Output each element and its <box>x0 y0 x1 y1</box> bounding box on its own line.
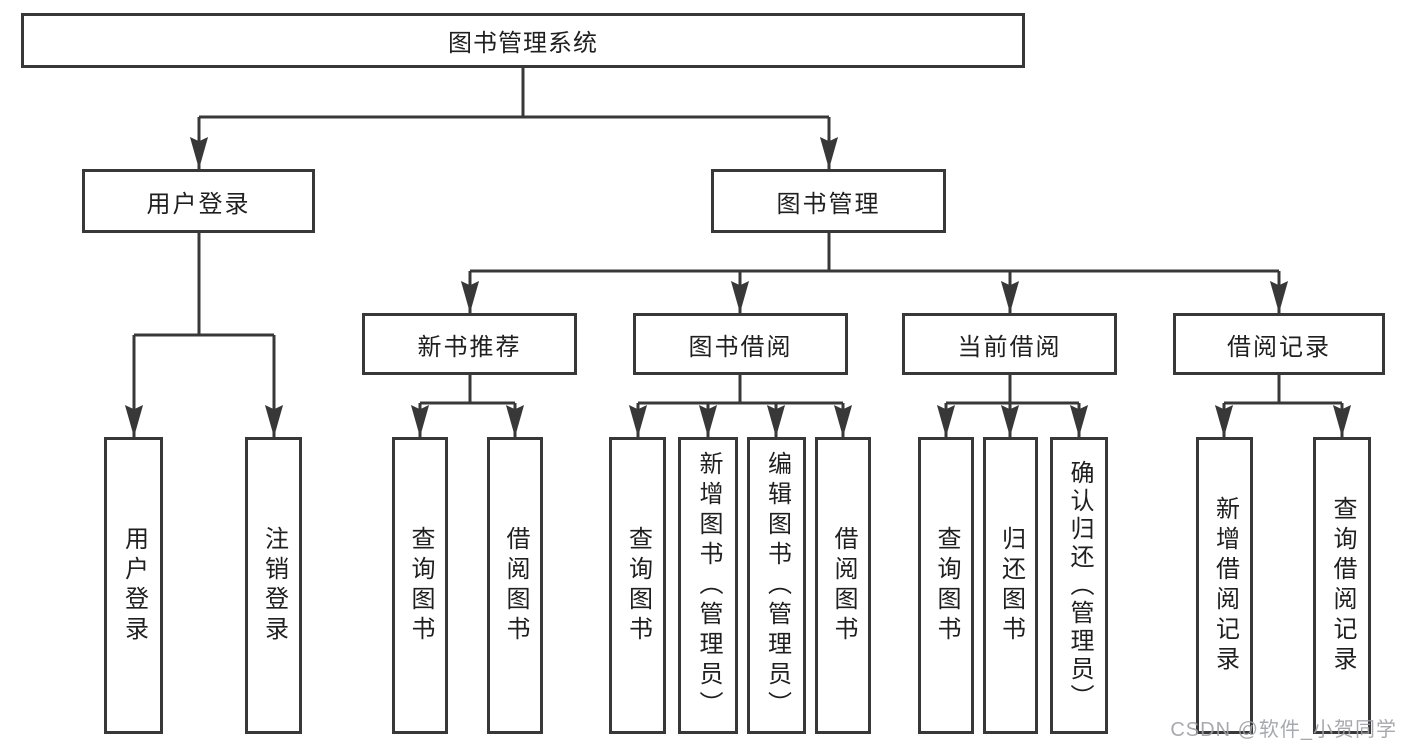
node-root: 图书管理系统 <box>21 13 1025 68</box>
node-book-management-label: 图书管理 <box>776 190 881 218</box>
leaf-return-books: 归还图书 <box>983 437 1038 734</box>
leaf-borrow-books-recommend: 借阅图书 <box>487 437 543 734</box>
branch-borrow-records <box>1224 375 1342 405</box>
leaf-user-login: 用户登录 <box>104 437 163 734</box>
node-current-borrowing: 当前借阅 <box>902 313 1117 375</box>
branch-new-book-recommend <box>420 375 515 405</box>
branch-root <box>199 68 829 119</box>
branch-user-login <box>134 233 274 337</box>
node-new-book-recommend-label: 新书推荐 <box>417 333 522 361</box>
leaf-add-borrow-record: 新增借阅记录 <box>1196 437 1253 734</box>
leaf-confirm-return-admin: 确认归还（管理员） <box>1050 437 1108 734</box>
leaf-add-book-admin: 新增图书（管理员） <box>678 437 738 734</box>
node-root-label: 图书管理系统 <box>448 30 598 57</box>
leaf-query-books-borrowing: 查询图书 <box>609 437 666 734</box>
branch-current-borrowing <box>946 375 1079 405</box>
node-book-borrowing-label: 图书借阅 <box>688 333 793 361</box>
arrow-lines <box>124 117 1352 437</box>
leaf-borrow-books-borrowing: 借阅图书 <box>815 437 871 734</box>
node-new-book-recommend: 新书推荐 <box>362 313 577 375</box>
leaf-query-borrow-record: 查询借阅记录 <box>1313 437 1371 734</box>
node-borrow-records: 借阅记录 <box>1173 313 1385 375</box>
node-book-management: 图书管理 <box>711 169 946 233</box>
leaf-edit-book-admin: 编辑图书（管理员） <box>747 437 806 734</box>
node-user-login: 用户登录 <box>82 169 315 233</box>
branch-book-borrowing <box>638 375 843 405</box>
watermark: CSDN @软件_小贺同学 <box>1170 719 1397 741</box>
leaf-query-books-current: 查询图书 <box>918 437 974 734</box>
leaf-logout: 注销登录 <box>245 437 302 734</box>
node-current-borrowing-label: 当前借阅 <box>957 333 1062 361</box>
node-book-borrowing: 图书借阅 <box>633 313 848 375</box>
branch-book-management <box>470 233 1279 273</box>
node-borrow-records-label: 借阅记录 <box>1227 333 1331 361</box>
leaf-query-books-recommend: 查询图书 <box>392 437 448 734</box>
node-user-login-label: 用户登录 <box>146 190 251 218</box>
